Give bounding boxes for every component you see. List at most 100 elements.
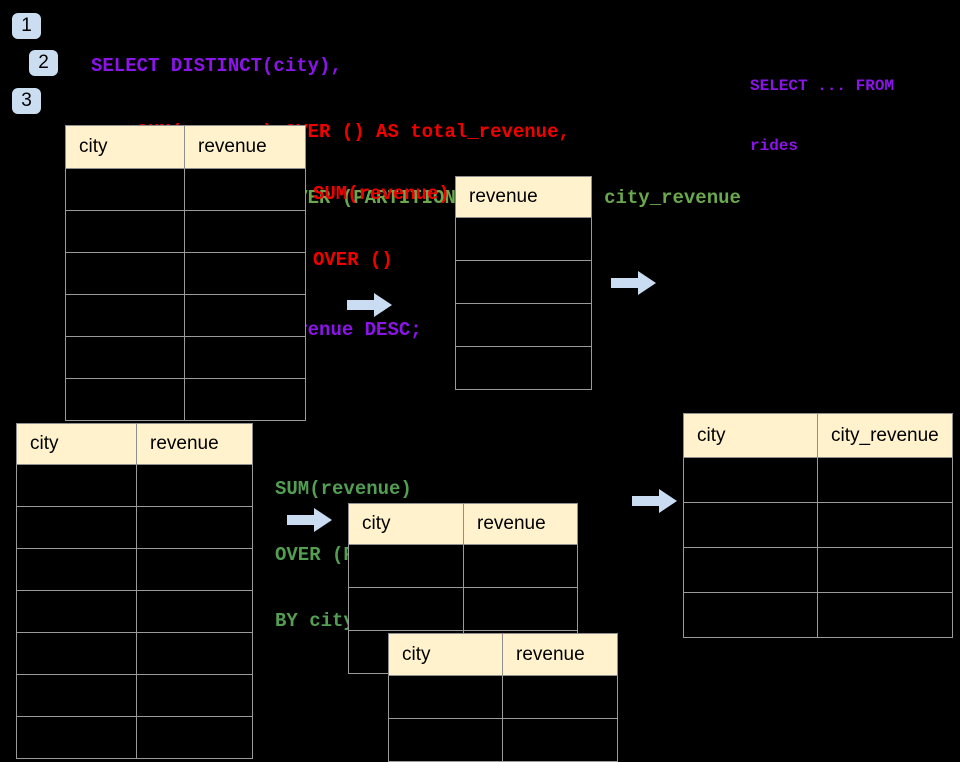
table-cell xyxy=(136,716,253,759)
table-cell xyxy=(65,378,185,421)
annotation-line: SUM(revenue) xyxy=(275,478,412,500)
table-row xyxy=(683,457,953,503)
table-cell xyxy=(817,457,953,503)
table-cell xyxy=(683,457,818,503)
table-cell xyxy=(16,590,137,633)
column-header-revenue: revenue xyxy=(463,503,578,545)
flow-arrow-partition-to-result xyxy=(632,489,677,513)
table-row xyxy=(388,675,618,719)
table-row xyxy=(65,210,306,253)
slide-canvas: 1 2 3 SELECT DISTINCT(city), SUM(revenue… xyxy=(12,13,953,762)
table-cell xyxy=(502,675,618,719)
table-cell xyxy=(16,674,137,717)
table-cell xyxy=(463,544,578,588)
column-header-city: city xyxy=(388,633,503,676)
table-cell xyxy=(65,294,185,337)
table-row xyxy=(65,252,306,295)
step-badge-3: 3 xyxy=(12,88,41,114)
column-header-city: city xyxy=(683,413,818,458)
table-row xyxy=(65,378,306,421)
table-header-row: city revenue xyxy=(16,423,253,465)
table-cell xyxy=(817,502,953,548)
table-cell xyxy=(136,506,253,549)
table-header-row: city revenue xyxy=(65,125,306,169)
table-cell xyxy=(348,544,464,588)
column-header-revenue: revenue xyxy=(184,125,306,169)
table-row xyxy=(16,674,253,717)
table-cell xyxy=(817,547,953,593)
annotation-line: SUM(revenue) xyxy=(313,183,450,205)
table-row xyxy=(16,716,253,759)
table-rides-source-bottom: city revenue xyxy=(16,423,253,759)
column-header-revenue: revenue xyxy=(136,423,253,465)
table-total-revenue-result: revenue xyxy=(455,176,592,390)
table-row xyxy=(16,632,253,675)
table-row xyxy=(65,294,306,337)
table-cell xyxy=(817,592,953,638)
table-header-row: city revenue xyxy=(348,503,578,545)
table-cell xyxy=(65,336,185,379)
side-note-line-2: rides xyxy=(750,137,799,155)
table-cell xyxy=(136,464,253,507)
column-header-revenue: revenue xyxy=(455,176,592,218)
table-row xyxy=(455,260,592,304)
table-row xyxy=(455,217,592,261)
sql-line-select: SELECT DISTINCT(city), xyxy=(91,55,342,77)
table-cell xyxy=(65,168,185,211)
table-cell xyxy=(16,548,137,591)
table-header-row: city revenue xyxy=(388,633,618,676)
table-row xyxy=(455,303,592,347)
table-header-row: city city_revenue xyxy=(683,413,953,458)
column-header-revenue: revenue xyxy=(502,633,618,676)
table-header-row: revenue xyxy=(455,176,592,218)
table-cell xyxy=(683,547,818,593)
table-cell xyxy=(455,346,592,390)
table-cell xyxy=(502,718,618,762)
table-cell xyxy=(388,718,503,762)
table-cell xyxy=(16,464,137,507)
table-row xyxy=(388,718,618,762)
table-row xyxy=(16,548,253,591)
table-cell xyxy=(184,168,306,211)
table-row xyxy=(348,587,578,631)
annotation-sum-over-total: SUM(revenue) OVER () xyxy=(313,139,450,315)
table-cell xyxy=(683,592,818,638)
table-cell xyxy=(184,210,306,253)
sql-side-note: SELECT ... FROM rides xyxy=(750,36,894,196)
table-cell xyxy=(136,632,253,675)
table-cell xyxy=(16,632,137,675)
table-row xyxy=(16,506,253,549)
table-cell xyxy=(65,210,185,253)
table-cell xyxy=(455,303,592,347)
column-header-city: city xyxy=(65,125,185,169)
table-cell xyxy=(184,378,306,421)
table-cell xyxy=(184,294,306,337)
table-row xyxy=(683,502,953,548)
table-cell xyxy=(348,587,464,631)
annotation-line: OVER () xyxy=(313,249,393,271)
table-cell xyxy=(65,252,185,295)
table-rides-source-top: city revenue xyxy=(65,125,306,421)
table-row xyxy=(683,547,953,593)
table-cell xyxy=(455,260,592,304)
table-row xyxy=(683,592,953,638)
table-city-revenue-result: city city_revenue xyxy=(683,413,953,638)
table-cell xyxy=(463,587,578,631)
side-note-line-1: SELECT ... FROM xyxy=(750,77,895,95)
column-header-city: city xyxy=(348,503,464,545)
table-row xyxy=(16,464,253,507)
column-header-city: city xyxy=(16,423,137,465)
table-cell xyxy=(16,716,137,759)
table-row xyxy=(348,544,578,588)
table-row xyxy=(65,168,306,211)
table-row xyxy=(65,336,306,379)
table-row xyxy=(455,346,592,390)
table-cell xyxy=(455,217,592,261)
step-badge-2: 2 xyxy=(29,50,58,76)
column-header-city-revenue: city_revenue xyxy=(817,413,953,458)
table-cell xyxy=(184,336,306,379)
table-cell xyxy=(136,590,253,633)
table-row xyxy=(16,590,253,633)
step-badge-1: 1 xyxy=(12,13,41,39)
table-cell xyxy=(16,506,137,549)
